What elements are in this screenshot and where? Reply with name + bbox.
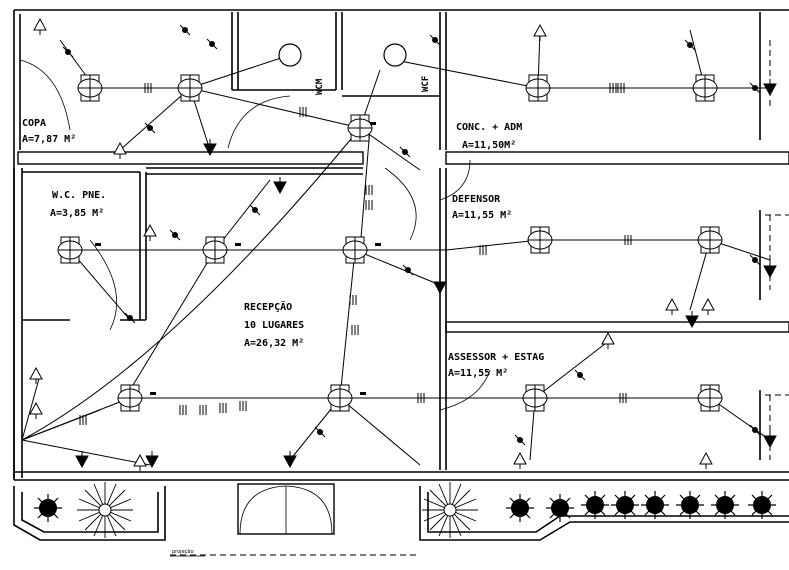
luminaria-icon [522, 384, 548, 412]
interruptor-icon [749, 424, 761, 436]
exhaust-fan-icon [383, 43, 407, 67]
luminaria-icon [525, 74, 551, 102]
luminaria-icon [57, 236, 83, 264]
tomada-icons [29, 18, 777, 472]
tomada-icon [601, 332, 615, 350]
circuit-annotations [95, 122, 381, 395]
plant-icon [421, 481, 479, 539]
room-area-conc-adm: A=11,50M² [462, 140, 516, 151]
room-name-wc-pne: W.C. PNE. [52, 190, 106, 201]
plant-icons [33, 481, 777, 539]
luminaria-icon [692, 74, 718, 102]
tomada-icon [29, 367, 43, 385]
interruptor-icon [206, 38, 218, 50]
room-name-copa: COPA [22, 118, 46, 129]
interruptor-icon [514, 434, 526, 446]
interruptor-icon [314, 426, 326, 438]
tomada-icon [665, 298, 679, 316]
interruptor-icon [179, 24, 191, 36]
tomada-icon [685, 310, 699, 328]
room-name-assessor: ASSESSOR + ESTAG [448, 352, 544, 363]
interruptor-icon [124, 312, 136, 324]
tomada-icon [763, 430, 777, 448]
interruptor-icon [62, 46, 74, 58]
wc-label-fem: WCF [421, 76, 431, 92]
luminaria-icon [342, 236, 368, 264]
luminaria-icon [77, 74, 103, 102]
plant-icon [675, 490, 705, 520]
room-name-conc-adm: CONC. + ADM [456, 122, 522, 133]
plant-icon [640, 490, 670, 520]
interruptor-icon [169, 229, 181, 241]
room-area-copa: A=7,87 M² [22, 134, 76, 145]
tomada-icon [273, 176, 287, 194]
plant-icon [610, 490, 640, 520]
interruptor-icon [574, 369, 586, 381]
tomada-icon [133, 454, 147, 472]
tomada-icon [701, 298, 715, 316]
tomada-icon [283, 450, 297, 468]
projection-label: projeção [172, 549, 194, 555]
interruptor-icon [429, 34, 441, 46]
luminaria-icon [202, 236, 228, 264]
room-area-defensor: A=11,55 M² [452, 210, 512, 221]
door-swings [19, 59, 491, 411]
plant-icon [505, 493, 535, 523]
room-labels: COPA A=7,87 M² W.C. PNE. A=3,85 M² CONC.… [22, 76, 544, 557]
wiring [21, 29, 771, 466]
tomada-icon [33, 18, 47, 36]
plant-icon [33, 493, 63, 523]
tomada-icon [113, 142, 127, 160]
luminaria-icon [697, 226, 723, 254]
interruptor-icon [249, 204, 261, 216]
room-capacity-recepcao: 10 LUGARES [244, 320, 304, 331]
room-area-assessor: A=11,55 M² [448, 368, 508, 379]
luminaria-icon [117, 384, 143, 412]
plant-icon [710, 490, 740, 520]
walls [13, 9, 789, 556]
luminaria-icon [347, 114, 373, 142]
room-name-recepcao: RECEPÇÃO [244, 300, 292, 313]
luminaria-icon [327, 384, 353, 412]
plant-icon [580, 490, 610, 520]
plant-icon [76, 481, 134, 539]
luminaria-icon [177, 74, 203, 102]
luminaria-icons [57, 43, 723, 412]
interruptor-icon [399, 146, 411, 158]
tomada-icon [763, 260, 777, 278]
tomada-icon [433, 276, 447, 294]
luminaria-icon [527, 226, 553, 254]
luminaria-icon [697, 384, 723, 412]
room-area-wc-pne: A=3,85 M² [50, 208, 104, 219]
wc-label-masc: WCM [315, 78, 325, 95]
plant-icon [747, 490, 777, 520]
room-area-recepcao: A=26,32 M² [244, 338, 304, 349]
tomada-icon [75, 450, 89, 468]
interruptor-icon [144, 122, 156, 134]
tomada-icon [763, 78, 777, 96]
room-name-defensor: DEFENSOR [452, 194, 501, 205]
tomada-icon [513, 452, 527, 470]
tomada-icon [533, 24, 547, 42]
plant-icon [545, 493, 575, 523]
tomada-icon [699, 452, 713, 470]
exhaust-fan-icon [278, 43, 302, 67]
